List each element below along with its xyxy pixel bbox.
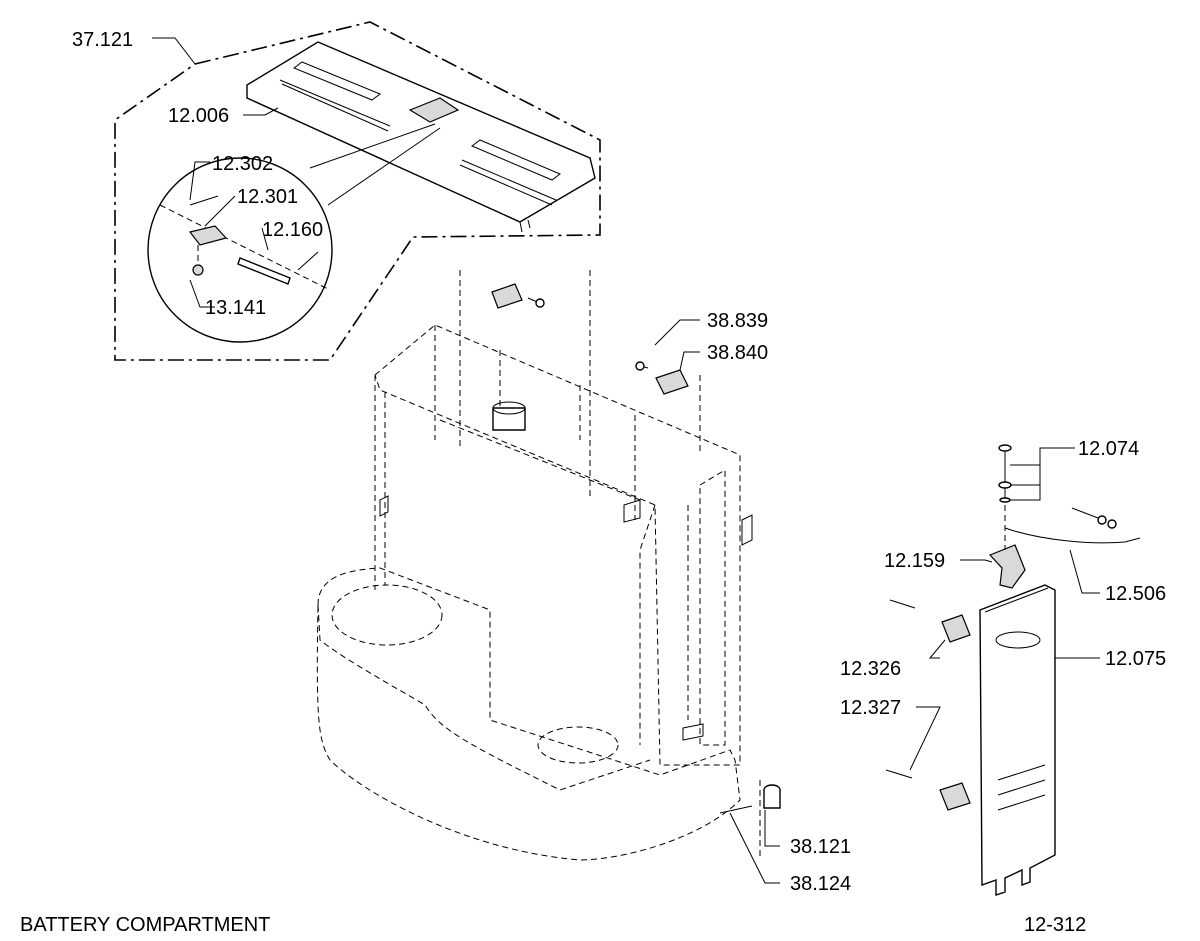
side-plate-12075 xyxy=(979,584,1056,896)
bolt-stack-12074 xyxy=(998,444,1012,550)
callout-12074: 12.074 xyxy=(1078,438,1139,460)
callout-12301: 12.301 xyxy=(237,186,298,208)
callout-12160: 12.160 xyxy=(262,219,323,241)
bumper-38121 xyxy=(763,784,781,809)
callout-12326: 12.326 xyxy=(840,658,901,680)
leader-lines xyxy=(152,37,1100,884)
detail-leader-lines xyxy=(309,123,441,206)
bolt-12326 xyxy=(889,599,916,609)
detail-circle xyxy=(147,157,333,343)
detail-boundary xyxy=(114,21,601,361)
drawing-number: 12-312 xyxy=(1024,914,1086,936)
bolt-38124 xyxy=(719,805,753,814)
callout-37121: 37.121 xyxy=(72,29,133,51)
battery-compartment-body xyxy=(316,270,761,861)
cable-12506 xyxy=(1004,527,1141,544)
callout-38124: 38.124 xyxy=(790,873,851,895)
bracket-12327 xyxy=(939,782,971,811)
bracket-12159 xyxy=(988,544,1026,589)
callout-38839: 38.839 xyxy=(707,310,768,332)
side-bracket-38840 xyxy=(635,361,689,395)
callout-12159: 12.159 xyxy=(884,550,945,572)
callout-12302: 12.302 xyxy=(212,153,273,175)
callout-38840: 38.840 xyxy=(707,342,768,364)
detail-hinge-parts xyxy=(159,195,331,291)
bracket-12326 xyxy=(941,614,971,643)
bolt-12506 xyxy=(1071,507,1117,529)
battery-cover-part xyxy=(246,41,596,233)
callout-12075: 12.075 xyxy=(1105,648,1166,670)
diagram-caption: BATTERY COMPARTMENT xyxy=(20,914,270,936)
callout-13141: 13.141 xyxy=(205,297,266,319)
callout-12327: 12.327 xyxy=(840,697,901,719)
callout-12006: 12.006 xyxy=(168,105,229,127)
bolt-12327 xyxy=(885,769,913,779)
callout-12506: 12.506 xyxy=(1105,583,1166,605)
top-bracket xyxy=(491,283,545,309)
callout-38121: 38.121 xyxy=(790,836,851,858)
